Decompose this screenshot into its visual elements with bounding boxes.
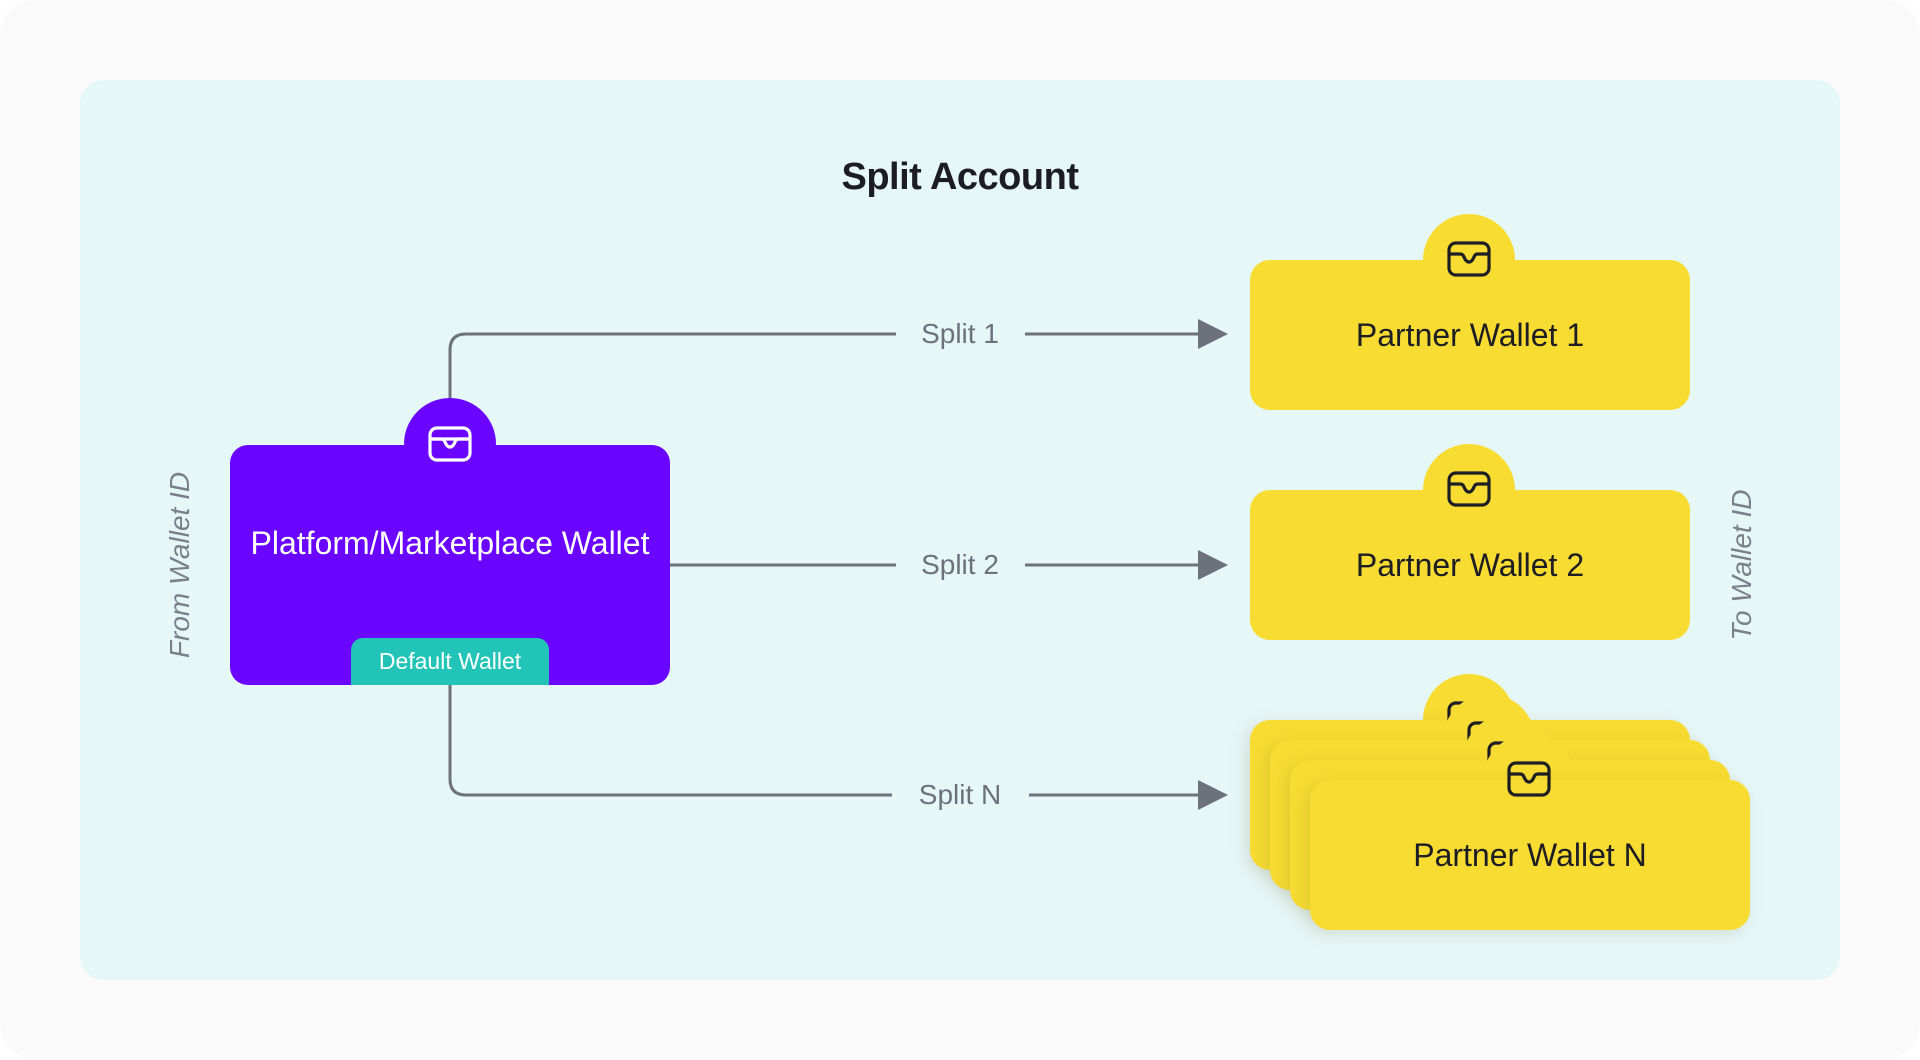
partner-wallet-2-name: Partner Wallet 2 bbox=[1355, 547, 1585, 583]
split-label-2: Split 2 bbox=[921, 549, 999, 580]
wallet-icon bbox=[1447, 471, 1491, 507]
connector-split-1 bbox=[448, 332, 896, 400]
diagram-title: Split Account bbox=[841, 156, 1079, 198]
wallet-icon bbox=[428, 426, 472, 462]
wallet-icon bbox=[1507, 761, 1551, 797]
split-label-1: Split 1 bbox=[921, 318, 999, 349]
partner-wallet-1-name: Partner Wallet 1 bbox=[1355, 317, 1585, 353]
default-wallet-badge: Default Wallet bbox=[351, 638, 549, 685]
connector-split-n bbox=[448, 685, 892, 797]
source-wallet-name: Platform/Marketplace Wallet bbox=[250, 525, 650, 561]
wallet-icon bbox=[1447, 241, 1491, 277]
partner-wallet-1-card bbox=[1250, 260, 1690, 410]
to-wallet-id-label: To Wallet ID bbox=[1726, 489, 1757, 641]
partner-wallet-n-name: Partner Wallet N bbox=[1413, 837, 1647, 873]
from-wallet-id-label: From Wallet ID bbox=[164, 471, 195, 659]
partner-wallet-2-card bbox=[1250, 490, 1690, 640]
split-label-n: Split N bbox=[918, 779, 1002, 810]
partner-wallet-n-card bbox=[1310, 780, 1750, 930]
